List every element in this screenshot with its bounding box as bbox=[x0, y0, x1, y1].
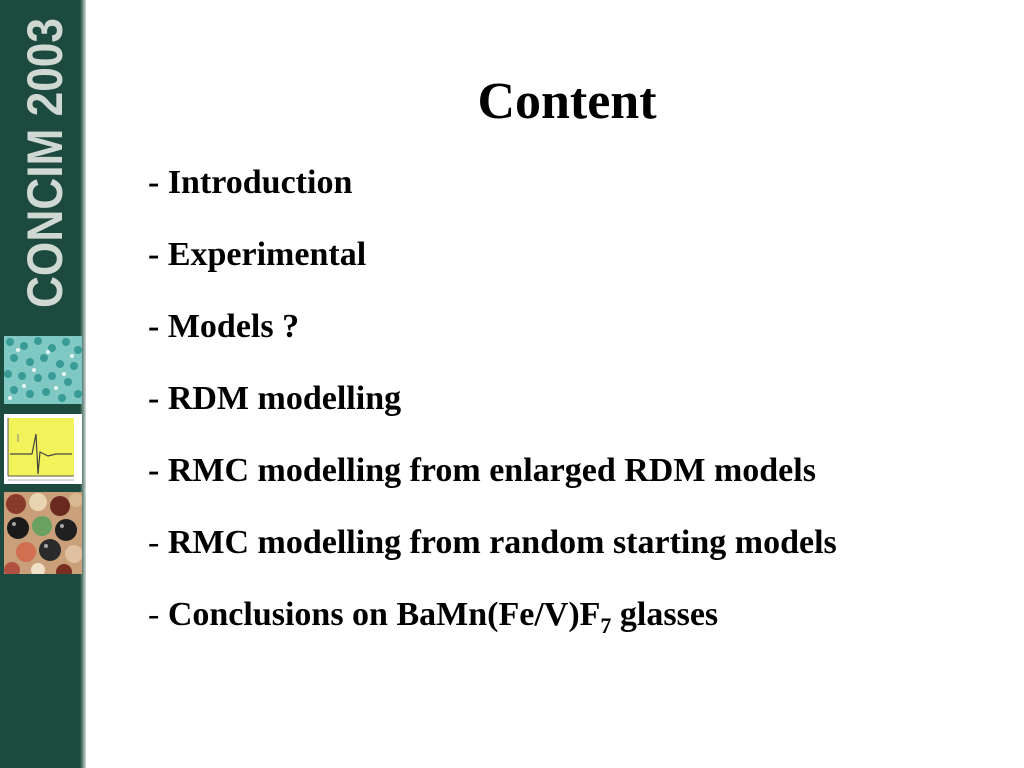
sidebar-band: CONCIM 2003 bbox=[0, 0, 86, 768]
list-item-text: RMC modelling from enlarged RDM models bbox=[167, 452, 816, 489]
list-item: - Models ? bbox=[148, 302, 1008, 374]
spectrum-graph-image bbox=[4, 414, 82, 484]
content-list: - Introduction - Experimental - Models ?… bbox=[148, 158, 1008, 662]
list-dash: - bbox=[148, 524, 168, 561]
slide-title: Content bbox=[477, 73, 657, 130]
list-dash: - bbox=[148, 596, 168, 633]
list-item-text: Experimental bbox=[167, 236, 367, 273]
list-item: - RMC modelling from random starting mod… bbox=[148, 518, 1008, 590]
list-item: - Introduction bbox=[148, 158, 1008, 230]
list-item-text: Models ? bbox=[167, 308, 300, 345]
list-item-text: Introduction bbox=[167, 164, 353, 201]
list-item: - Experimental bbox=[148, 230, 1008, 302]
glass-beads-image bbox=[4, 492, 82, 574]
list-dash: - bbox=[148, 452, 168, 489]
logo-text: CONCIM 2003 bbox=[17, 18, 72, 308]
list-item: - Conclusions on BaMn(Fe/V)F7 glasses bbox=[148, 590, 1008, 662]
list-dash: - bbox=[148, 308, 168, 345]
list-item-text-suffix: glasses bbox=[611, 596, 719, 633]
list-dash: - bbox=[148, 236, 168, 273]
list-item: - RDM modelling bbox=[148, 374, 1008, 446]
conference-logo: CONCIM 2003 bbox=[8, 12, 72, 312]
list-item-text: RMC modelling from random starting model… bbox=[167, 524, 837, 561]
list-item: - RMC modelling from enlarged RDM models bbox=[148, 446, 1008, 518]
list-dash: - bbox=[148, 380, 168, 417]
list-item-text: Conclusions on BaMn(Fe/V)F bbox=[167, 596, 601, 633]
formula-subscript: 7 bbox=[600, 613, 612, 638]
molecular-structure-image bbox=[4, 336, 82, 404]
sidebar-edge bbox=[80, 0, 86, 768]
list-item-text: RDM modelling bbox=[167, 380, 402, 417]
list-dash: - bbox=[148, 164, 168, 201]
